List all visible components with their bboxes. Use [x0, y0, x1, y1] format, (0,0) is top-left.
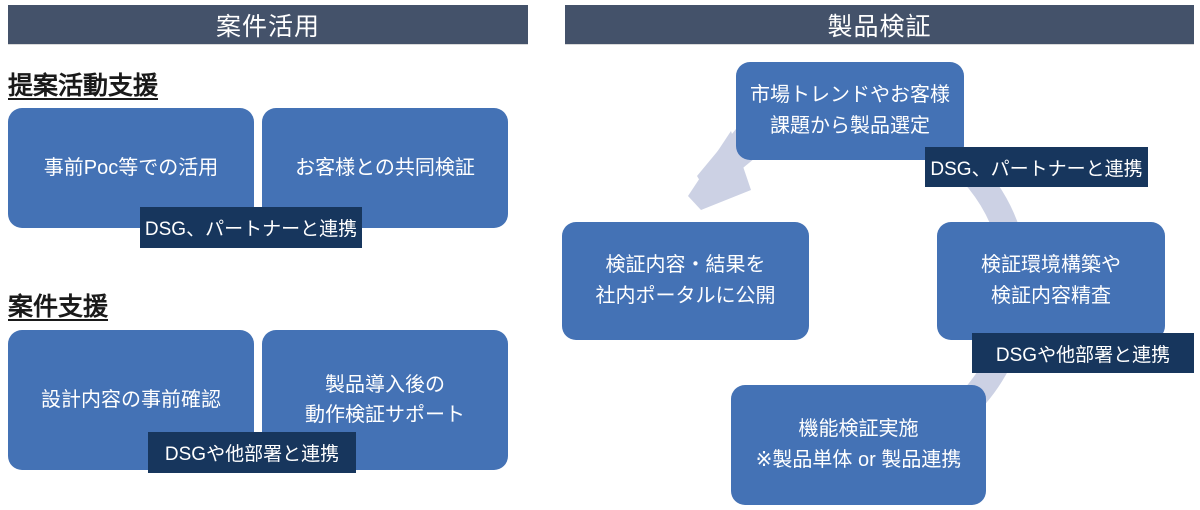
cycle-node-environment-build-line2: 検証内容精査	[991, 285, 1111, 307]
box-post-deployment-support-text: 製品導入後の 動作検証サポート	[305, 370, 465, 430]
cycle-node-environment-build-text: 検証環境構築や 検証内容精査	[981, 250, 1121, 312]
cycle-node-environment-build-line1: 検証環境構築や	[981, 254, 1121, 276]
cycle-node-function-test-text: 機能検証実施 ※製品単体 or 製品連携	[756, 414, 962, 476]
cycle-node-product-selection-text: 市場トレンドやお客様 課題から製品選定	[750, 80, 950, 142]
cycle-node-function-test-line1: 機能検証実施	[798, 418, 919, 440]
box-joint-verification-line1: お客様との共同検証	[295, 157, 475, 179]
cycle-node-function-test-line2: ※製品単体 or 製品連携	[755, 449, 962, 471]
box-pre-poc-usage-text: 事前Poc等での活用	[44, 153, 218, 183]
cycle-overlay-label-dept: DSGや他部署と連携	[972, 333, 1194, 373]
box-post-deployment-support-line2: 動作検証サポート	[305, 404, 465, 426]
cycle-node-product-selection-line2: 課題から製品選定	[770, 115, 930, 137]
overlay-label-project-dept: DSGや他部署と連携	[148, 432, 356, 473]
product-verification-cycle: 市場トレンドやお客様 課題から製品選定 検証環境構築や 検証内容精査 機能検証実…	[545, 0, 1200, 510]
box-joint-verification-text: お客様との共同検証	[295, 153, 475, 183]
box-pre-poc-usage-line1: 事前Poc等での活用	[43, 157, 219, 179]
案件活用-panel: 案件活用 提案活動支援 事前Poc等での活用 お客様との共同検証 DSG、パート…	[0, 0, 545, 510]
box-design-pre-check-line1: 設計内容の事前確認	[41, 389, 221, 411]
cycle-node-publish-results-line2: 社内ポータルに公開	[595, 285, 776, 307]
box-post-deployment-support-line1: 製品導入後の	[325, 374, 445, 396]
cycle-node-environment-build: 検証環境構築や 検証内容精査	[937, 222, 1165, 340]
box-pre-poc-usage: 事前Poc等での活用	[8, 108, 254, 228]
cycle-overlay-label-partner: DSG、パートナーと連携	[925, 147, 1148, 187]
overlay-label-proposal-partner: DSG、パートナーと連携	[140, 207, 362, 248]
left-panel-header: 案件活用	[8, 5, 528, 44]
cycle-node-product-selection-line1: 市場トレンドやお客様	[750, 84, 950, 106]
group-title-proposal: 提案活動支援	[8, 72, 159, 100]
cycle-node-publish-results-line1: 検証内容・結果を	[605, 254, 766, 276]
cycle-node-publish-results: 検証内容・結果を 社内ポータルに公開	[562, 222, 809, 340]
cycle-node-publish-results-text: 検証内容・結果を 社内ポータルに公開	[596, 250, 776, 312]
right-panel-header: 製品検証	[565, 5, 1194, 44]
cycle-node-product-selection: 市場トレンドやお客様 課題から製品選定	[736, 62, 964, 160]
group-title-project-support: 案件支援	[8, 293, 109, 321]
box-design-pre-check-text: 設計内容の事前確認	[41, 385, 221, 415]
cycle-node-function-test: 機能検証実施 ※製品単体 or 製品連携	[731, 385, 986, 505]
製品検証-panel: 製品検証 市場トレンドやお客様 課題から製品選定 検証環境構築や 検証内容精査	[545, 0, 1200, 510]
